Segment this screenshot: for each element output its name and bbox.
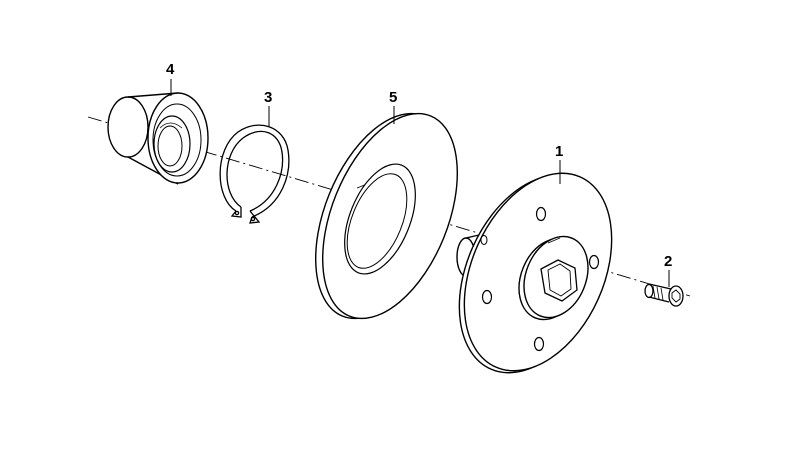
callout-3: 3 bbox=[264, 89, 273, 106]
callout-1: 1 bbox=[555, 143, 564, 160]
wheel-hub bbox=[456, 172, 613, 374]
wheel-bearing bbox=[107, 92, 209, 185]
hub-bolt bbox=[644, 283, 684, 307]
dust-shield bbox=[315, 112, 458, 320]
circlip bbox=[219, 124, 290, 224]
callout-5: 5 bbox=[389, 89, 398, 106]
callout-4: 4 bbox=[166, 61, 175, 78]
callout-2: 2 bbox=[664, 253, 673, 270]
leader-lines bbox=[170, 79, 670, 287]
